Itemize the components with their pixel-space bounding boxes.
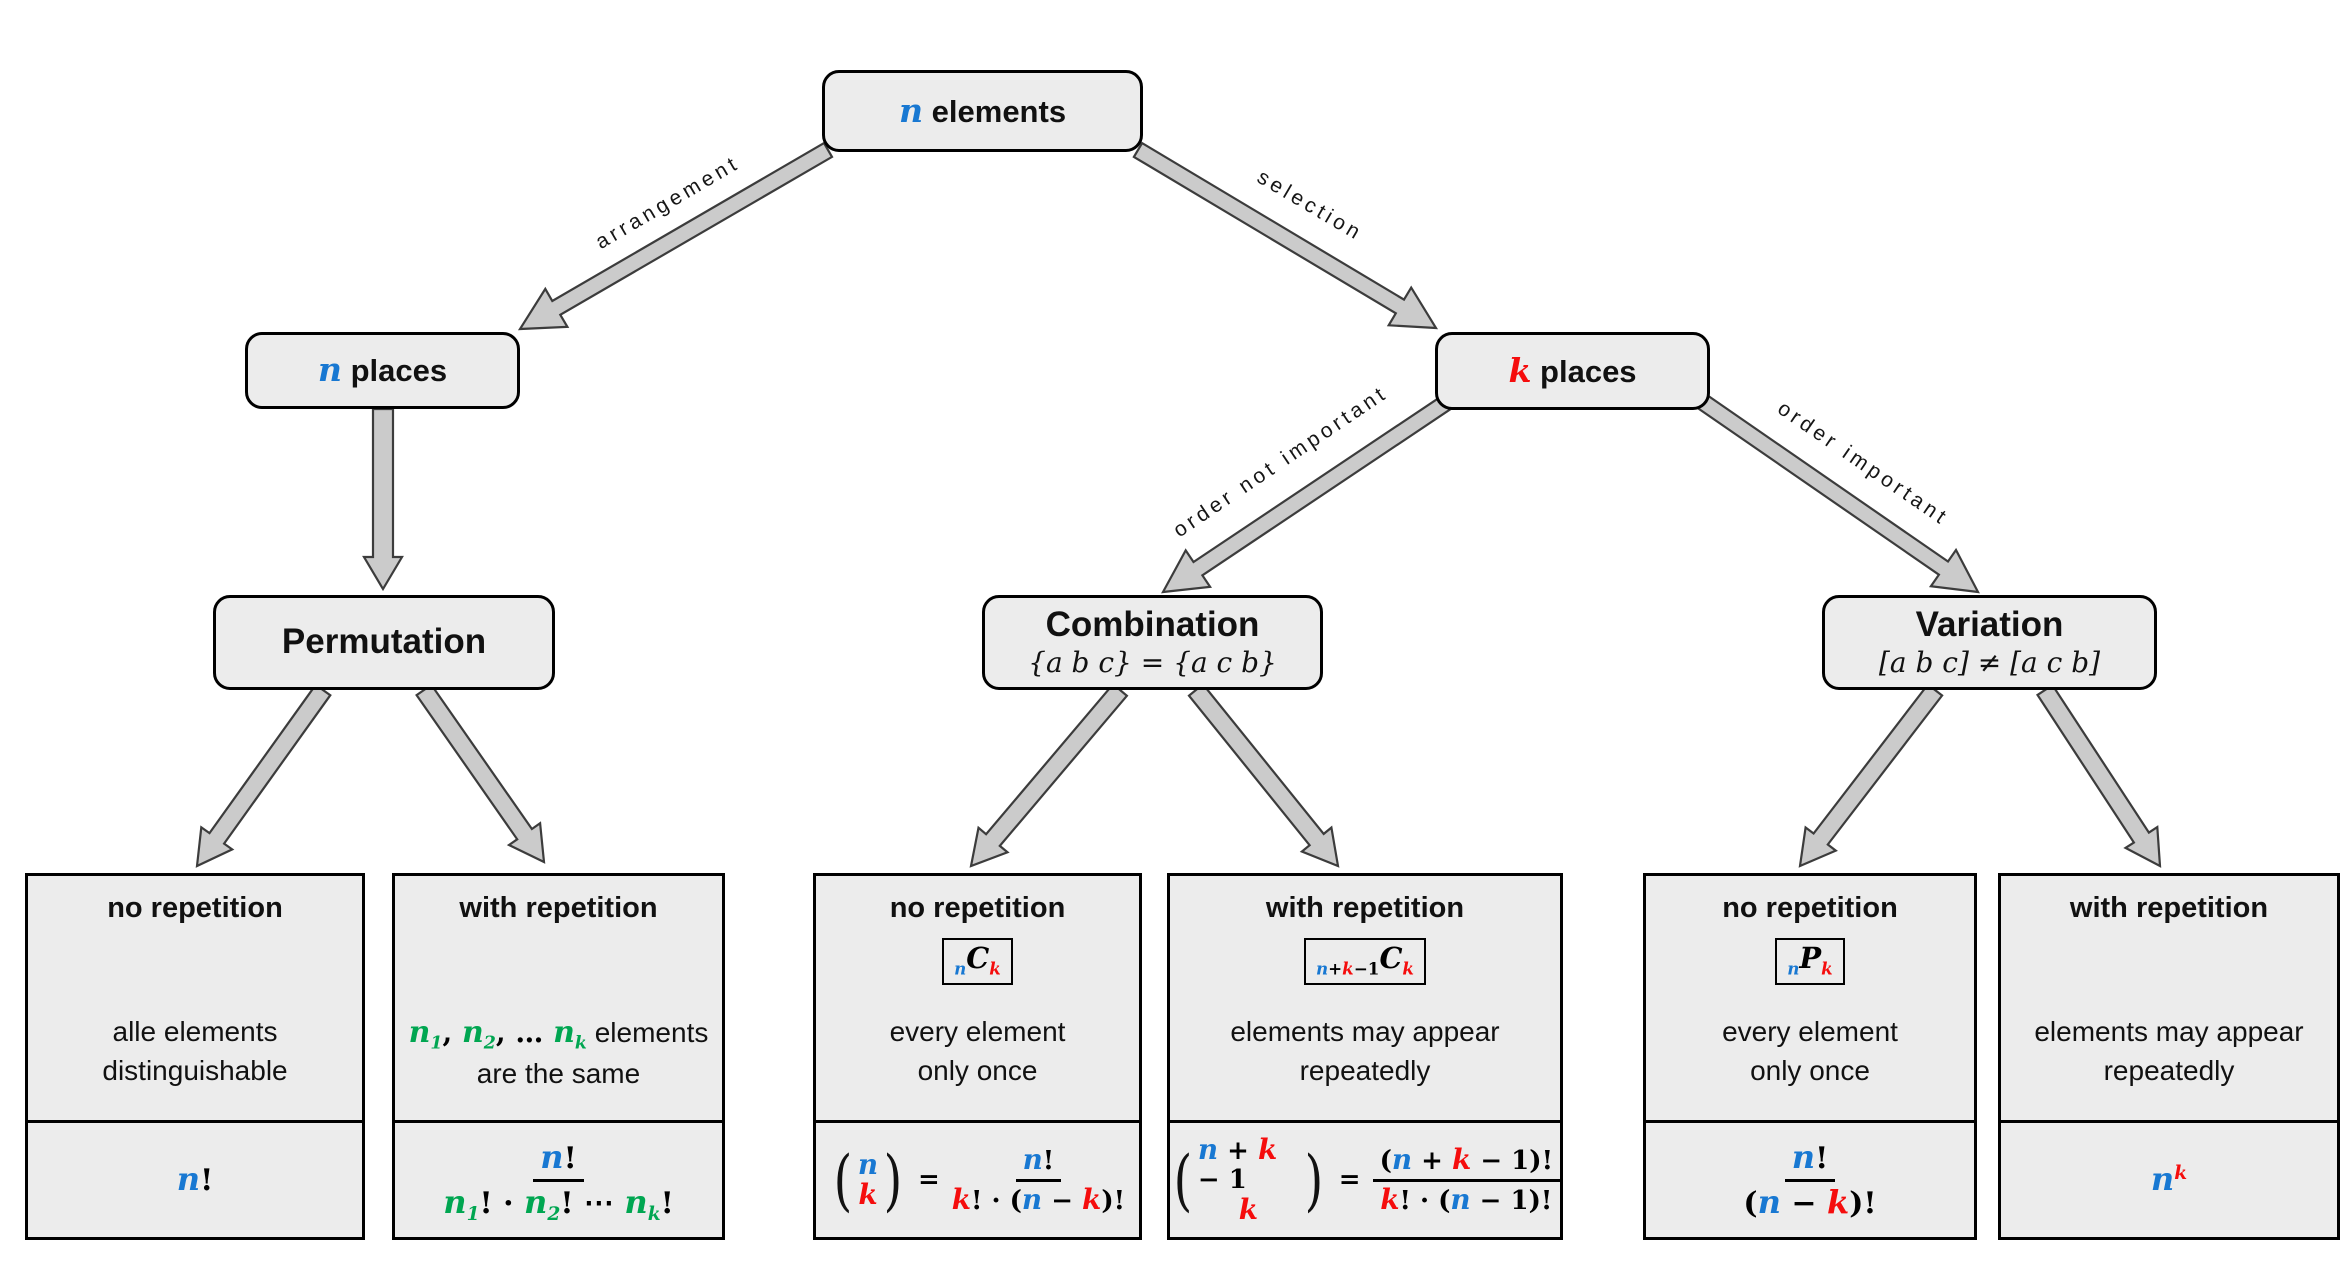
leaf-title: with repetition — [2069, 892, 2269, 924]
node-n-places: n places — [245, 332, 520, 409]
node-combination: Combination {a b c} = {a c b} — [982, 595, 1323, 690]
leaf-description: every element only once — [1722, 1016, 1898, 1087]
node-permutation: Permutation — [213, 595, 555, 690]
arrow-variation-to-with-rep — [2035, 683, 2162, 868]
leaf-description: elements may appear repeatedly — [1230, 1016, 1500, 1087]
symbol-n-plus-k-minus-1-Ck: n+k−1Ck — [1303, 938, 1427, 985]
leaf-permutation-with-repetition: with repetition n1, n2, … nk elements ar… — [392, 873, 725, 1240]
arrow-variation-to-no-rep — [1798, 682, 1944, 868]
leaf-title: with repetition — [459, 892, 658, 924]
arrow-combination-to-with-rep — [1187, 682, 1340, 868]
symbol-nPk: nPk — [1775, 938, 1845, 985]
leaf-description: alle elements distinguishable — [102, 1016, 288, 1087]
leaf-variation-with-repetition: with repetition elements may appear repe… — [1998, 873, 2340, 1240]
formula-n-factorial-over-n-minus-k-factorial: n!(n − k)! — [1646, 1120, 1974, 1237]
formula-n-to-the-k: nk — [2001, 1120, 2337, 1237]
arrow-permutation-to-no-rep — [195, 683, 332, 868]
node-combination-title: Combination — [1045, 604, 1260, 644]
leaf-variation-no-repetition: no repetition nPk every element only onc… — [1643, 873, 1977, 1240]
leaf-description: n1, n2, … nk elements are the same — [408, 1015, 709, 1089]
leaf-title: no repetition — [1722, 892, 1898, 924]
node-variation-subtitle: [a b c] ≠ [a c b] — [1878, 646, 2101, 680]
node-variation: Variation [a b c] ≠ [a c b] — [1822, 595, 2157, 690]
leaf-permutation-no-repetition: no repetition alle elements distinguisha… — [25, 873, 365, 1240]
formula-multinomial: n!n1! · n2! ⋯ nk! — [395, 1120, 722, 1237]
node-k-places-label: k places — [1508, 350, 1637, 390]
arrow-permutation-to-with-rep — [415, 683, 546, 864]
node-permutation-title: Permutation — [281, 622, 487, 662]
leaf-description: elements may appear repeatedly — [2034, 1016, 2304, 1087]
symbol-nCk: nCk — [942, 938, 1013, 985]
leaf-combination-no-repetition: no repetition nCk every element only onc… — [813, 873, 1142, 1240]
leaf-title: no repetition — [889, 892, 1066, 924]
arrow-combination-to-no-rep — [969, 682, 1129, 868]
node-k-places: k places — [1435, 332, 1710, 410]
arrow-root-to-k-places — [1132, 141, 1439, 330]
leaf-combination-with-repetition: with repetition n+k−1Ck elements may app… — [1167, 873, 1563, 1240]
node-n-elements-label: n elements — [898, 90, 1067, 130]
node-combination-subtitle: {a b c} = {a c b} — [1028, 646, 1277, 680]
node-n-places-label: n places — [317, 350, 448, 390]
arrow-root-to-n-places — [517, 141, 834, 331]
arrow-n-places-to-permutation — [362, 407, 404, 592]
node-variation-title: Variation — [1915, 604, 2064, 644]
leaf-description: every element only once — [889, 1016, 1066, 1087]
arrow-k-places-to-variation — [1696, 393, 1980, 594]
leaf-title: no repetition — [107, 892, 283, 924]
formula-n-factorial: n! — [28, 1120, 362, 1237]
node-n-elements: n elements — [822, 70, 1143, 152]
arrow-k-places-to-combination — [1161, 393, 1453, 594]
leaf-title: with repetition — [1265, 892, 1465, 924]
